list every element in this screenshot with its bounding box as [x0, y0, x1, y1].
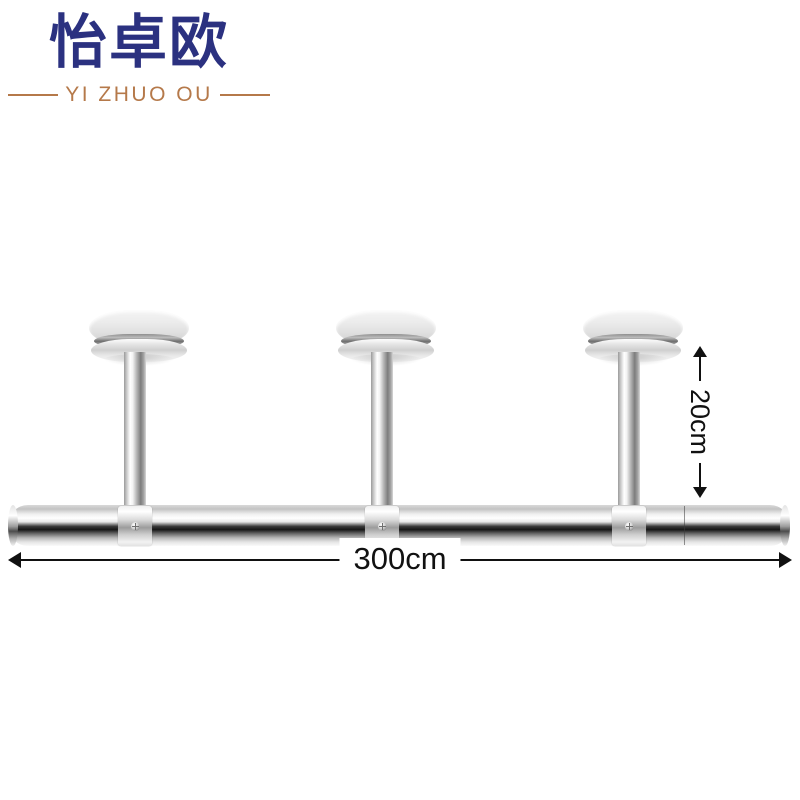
arrow-left-icon: [8, 552, 21, 568]
arrow-down-icon: [693, 487, 707, 498]
arrow-up-icon: [693, 346, 707, 357]
ceiling-flange-disc-left: [89, 310, 189, 366]
brand-name-pinyin: YI ZHUO OU: [65, 83, 213, 106]
flange-shadow: [597, 354, 669, 366]
brand-subtitle-row: YI ZHUO OU: [8, 80, 271, 110]
bar-end-cap-right: [780, 505, 790, 546]
flange-shadow: [350, 354, 422, 366]
flange-chrome-ring: [585, 339, 681, 362]
brand-name-chinese: 怡卓欧: [48, 8, 229, 76]
vertical-support-rod-left[interactable]: [124, 352, 146, 510]
flange-chrome-ring: [338, 339, 434, 362]
flange-shadow: [103, 354, 175, 366]
bar-telescoping-seam: [684, 506, 685, 545]
brand-rule-right: [219, 94, 271, 96]
height-dimension-label: 20cm: [683, 380, 717, 464]
vertical-support-rod-right[interactable]: [618, 352, 640, 510]
width-dimension-label: 300cm: [339, 538, 461, 580]
flange-chrome-ring: [91, 339, 187, 362]
arrow-right-icon: [779, 552, 792, 568]
brand-rule-left: [8, 94, 59, 96]
brand-logo: 怡卓欧 YI ZHUO OU: [8, 6, 271, 114]
ceiling-flange-disc-right: [583, 310, 683, 366]
width-dimension-annotation: 300cm: [8, 538, 792, 584]
ceiling-flange-disc-center: [336, 310, 436, 366]
bar-end-cap-left: [8, 505, 18, 546]
vertical-support-rod-center[interactable]: [371, 352, 393, 510]
height-dimension-annotation: 20cm: [682, 346, 718, 498]
